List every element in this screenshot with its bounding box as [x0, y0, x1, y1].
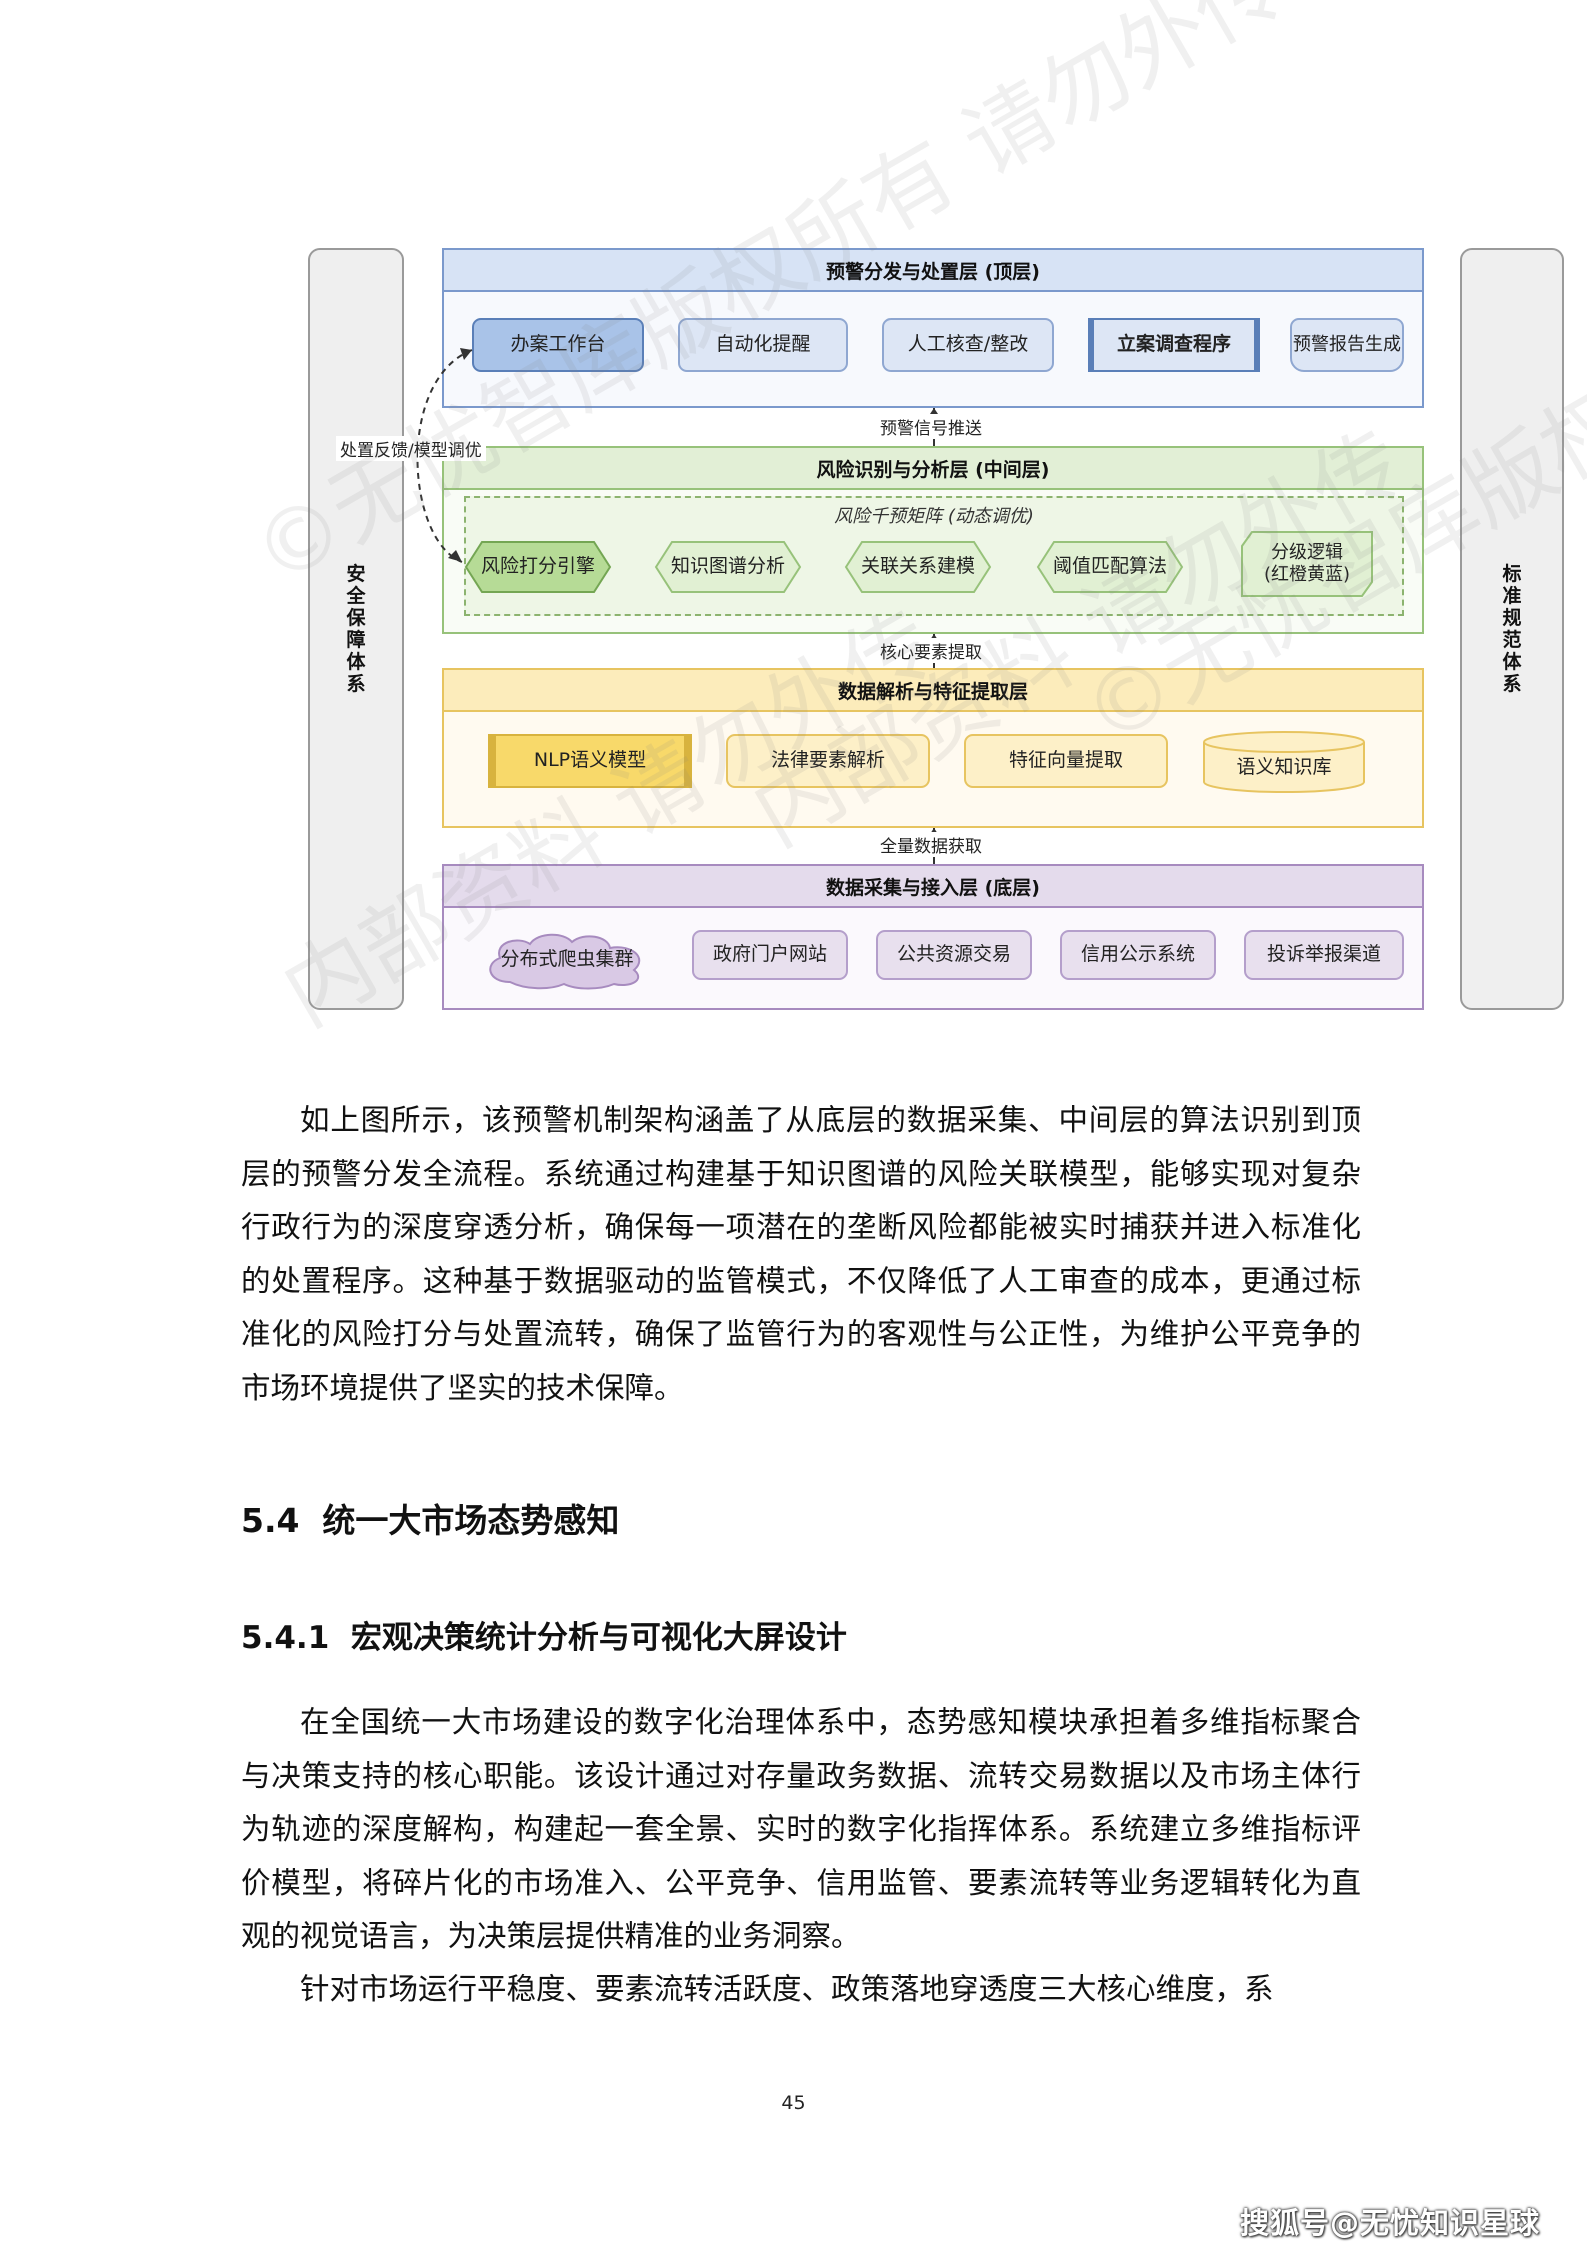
left-pillar-label: 安全保障体系 [346, 563, 366, 695]
node-feature-vector: 特征向量提取 [964, 734, 1168, 788]
node-semantic-kb: 语义知识库 [1202, 730, 1366, 794]
node-relation-model: 关联关系建模 [860, 555, 975, 578]
right-pillar: 标准规范体系 [1460, 248, 1564, 1010]
layer-bottom-title: 数据采集与接入层 (底层) [442, 864, 1424, 908]
paragraph-3: 针对市场运行平稳度、要素流转活跃度、政策落地穿透度三大核心维度，系 [300, 1972, 1274, 2006]
page-number: 45 [781, 2092, 806, 2114]
node-nlp-model: NLP语义模型 [488, 734, 692, 788]
node-gov-portal: 政府门户网站 [692, 930, 848, 980]
hex-knowledge-graph [654, 541, 802, 593]
box-grading [1241, 531, 1373, 597]
arrow-label-2: 核心要素提取 [876, 638, 986, 663]
node-semantic-kb-label: 语义知识库 [1236, 756, 1332, 779]
node-crawler-label: 分布式爬虫集群 [500, 948, 634, 971]
node-complaint-channel: 投诉举报渠道 [1244, 930, 1404, 980]
node-case-investigation: 立案调查程序 [1088, 318, 1260, 372]
node-grading-line1: 分级逻辑 [1271, 542, 1343, 563]
node-warning-report: 预警报告生成 [1290, 318, 1404, 372]
node-legal-parse: 法律要素解析 [726, 734, 930, 788]
node-manual-check: 人工核查/整改 [882, 318, 1054, 372]
hex-relation-model [844, 541, 992, 593]
arrow-label-1: 预警信号推送 [876, 414, 986, 439]
node-crawler-cluster: 分布式爬虫集群 [480, 930, 654, 990]
feedback-label: 处置反馈/模型调优 [336, 436, 486, 461]
footer-watermark: 搜狐号@无忧知识星球 [1240, 2206, 1541, 2240]
node-public-trading: 公共资源交易 [876, 930, 1032, 980]
node-case-workbench: 办案工作台 [472, 318, 644, 372]
paragraph-2: 在全国统一大市场建设的数字化治理体系中，态势感知模块承担着多维指标聚合与决策支持… [241, 1705, 1361, 1953]
right-pillar-label: 标准规范体系 [1502, 563, 1522, 695]
hex-risk-engine [464, 541, 612, 593]
arrowhead-1-up [928, 408, 940, 417]
cloud-shape [489, 933, 641, 990]
node-grading-line2: (红橙黄蓝) [1263, 564, 1351, 585]
layer-mid-title: 风险识别与分析层 (中间层) [442, 446, 1424, 490]
paragraph-1: 如上图所示，该预警机制架构涵盖了从底层的数据采集、中间层的算法识别到顶层的预警分… [241, 1103, 1361, 1405]
cylinder-shape [1203, 731, 1365, 793]
node-grading: 分级逻辑 (红橙黄蓝) [1242, 536, 1372, 592]
left-pillar: 安全保障体系 [308, 248, 404, 1010]
node-auto-reminder: 自动化提醒 [678, 318, 848, 372]
risk-matrix-subtitle: 风险千预矩阵 (动态调优) [834, 506, 1034, 527]
feedback-curve [416, 349, 473, 563]
section-heading-5-4-1: 5.4.1 宏观决策统计分析与可视化大屏设计 [241, 1620, 847, 1656]
arrow-label-3: 全量数据获取 [876, 832, 986, 857]
section-heading-5-4: 5.4 统一大市场态势感知 [241, 1501, 620, 1540]
mid-hexagons [416, 348, 1373, 597]
node-risk-engine: 风险打分引擎 [480, 555, 595, 578]
node-threshold: 阈值匹配算法 [1052, 555, 1167, 578]
feedback-arrowhead-up [460, 348, 472, 360]
hex-threshold [1036, 541, 1184, 593]
layer-top-title: 预警分发与处置层 (顶层) [442, 248, 1424, 292]
node-knowledge-graph: 知识图谱分析 [670, 555, 785, 578]
node-credit-system: 信用公示系统 [1060, 930, 1216, 980]
architecture-diagram: 安全保障体系 标准规范体系 预警分发与处置层 (顶层) 办案工作台 自动化提醒 … [236, 0, 1587, 1060]
layer-data-title: 数据解析与特征提取层 [442, 668, 1424, 712]
feedback-arrowhead-down [448, 550, 462, 562]
